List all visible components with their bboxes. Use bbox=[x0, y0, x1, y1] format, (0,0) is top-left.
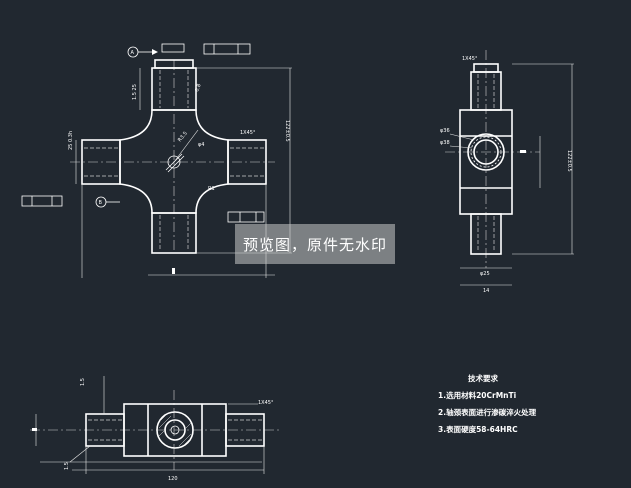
tech-requirement-3: 3.表面硬度58-64HRC bbox=[438, 424, 518, 434]
svg-text:φ4: φ4 bbox=[198, 142, 204, 148]
tech-requirements: 技术要求 1.选用材料20CrMnTi 2.轴颈表面进行渗碳淬火处理 3.表面硬… bbox=[438, 373, 537, 434]
side-chamfer-label: 1X45° bbox=[462, 56, 478, 62]
svg-text:1.5: 1.5 bbox=[80, 378, 86, 386]
svg-text:1.5 25: 1.5 25 bbox=[132, 84, 138, 100]
svg-text:1.5: 1.5 bbox=[64, 462, 70, 470]
svg-text:25 0.3h: 25 0.3h bbox=[68, 131, 74, 150]
tolerance-frame-top bbox=[203, 43, 251, 55]
tolerance-frame-bottom bbox=[227, 211, 265, 223]
svg-text:φ38: φ38 bbox=[440, 140, 450, 146]
datum-b-label: B bbox=[99, 200, 103, 206]
section-hatch bbox=[158, 413, 192, 447]
front-view: R3.5 φ4 122±0.5 1.5 25 25 0.3h 0.8 1X45°… bbox=[21, 43, 292, 278]
top-view: 120 1.5 1X45° 1.5 bbox=[30, 376, 280, 482]
radius-label: R1 bbox=[208, 186, 215, 192]
side-view: 122±0.5 φ25 14 φ36 φ38 1X45° bbox=[440, 50, 574, 294]
svg-text:120: 120 bbox=[168, 476, 178, 482]
svg-text:0.8: 0.8 bbox=[194, 83, 202, 93]
svg-text:φ25: φ25 bbox=[480, 271, 490, 277]
tech-requirement-2: 2.轴颈表面进行渗碳淬火处理 bbox=[438, 407, 537, 417]
top-chamfer-label: 1X45° bbox=[258, 400, 274, 406]
tech-requirements-title: 技术要求 bbox=[468, 373, 498, 383]
chamfer-label: 1X45° bbox=[240, 130, 256, 136]
svg-text:14: 14 bbox=[483, 288, 489, 294]
tech-requirement-1: 1.选用材料20CrMnTi bbox=[438, 390, 516, 400]
watermark-label: 预览图，原件无水印 bbox=[235, 224, 395, 264]
svg-text:R3.5: R3.5 bbox=[177, 131, 189, 144]
svg-text:122±0.5: 122±0.5 bbox=[566, 150, 572, 172]
svg-text:122±0.5: 122±0.5 bbox=[284, 120, 290, 142]
datum-a-label: A bbox=[131, 50, 135, 56]
tolerance-frame-left bbox=[21, 195, 63, 207]
svg-text:φ36: φ36 bbox=[440, 128, 450, 134]
